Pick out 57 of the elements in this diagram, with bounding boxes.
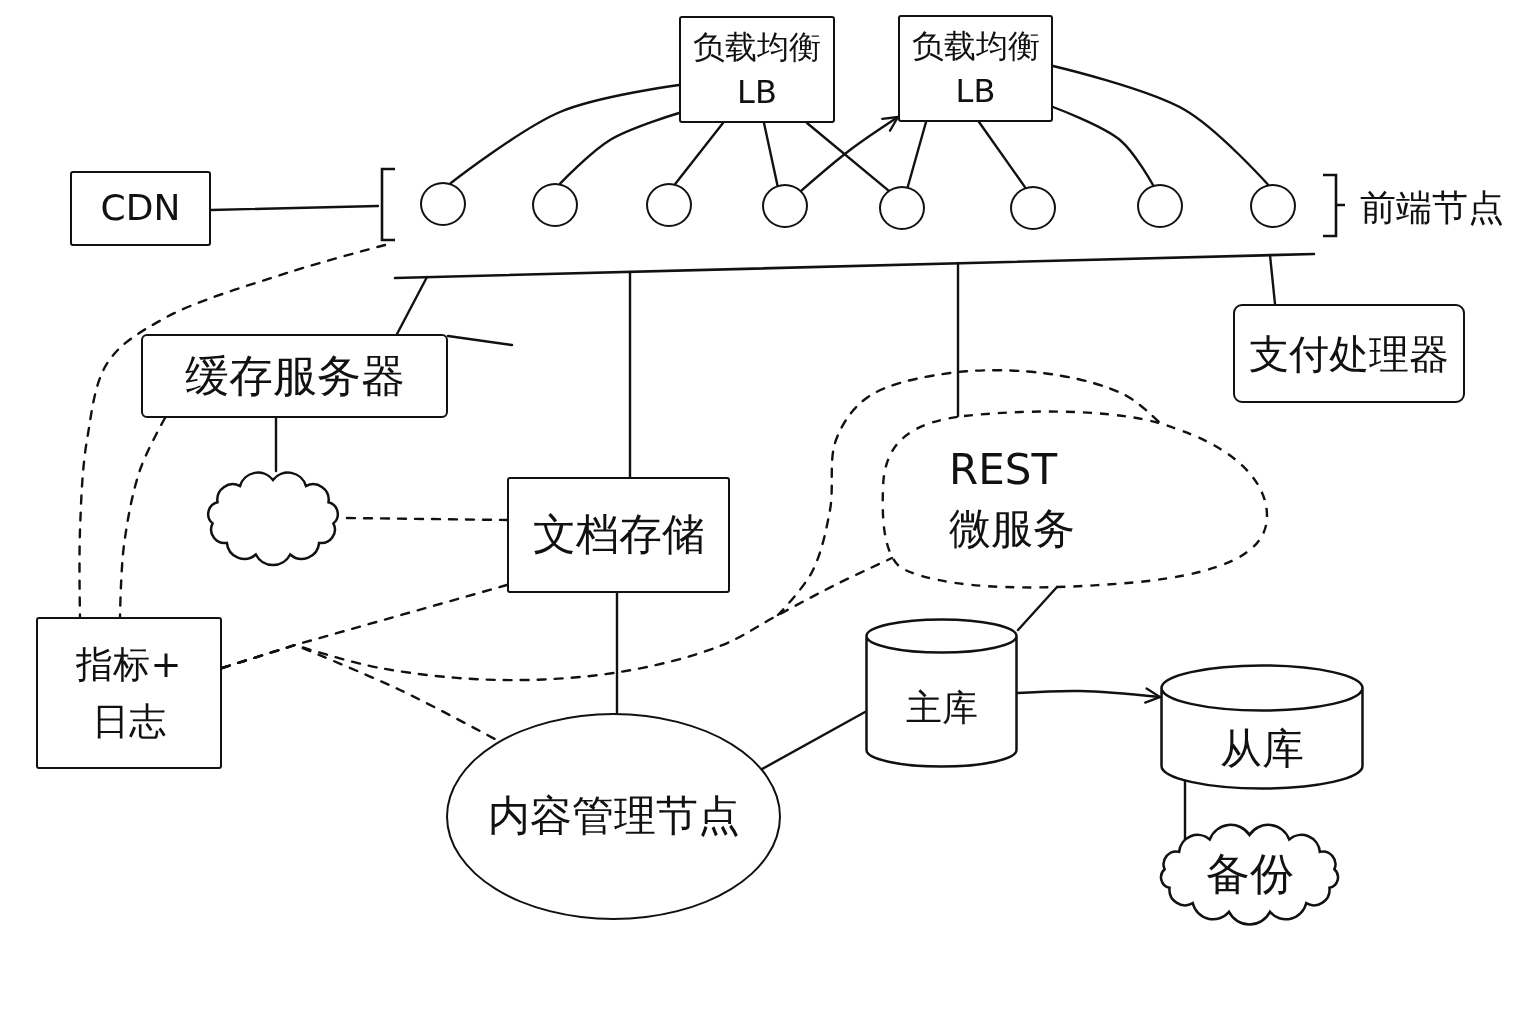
node-circle [1010,186,1056,230]
connector [761,710,867,771]
process-box [70,171,211,246]
arrow [800,115,900,192]
process-box [679,16,835,123]
database-cylinder [865,618,1018,768]
process-box [1233,304,1465,403]
connector [1268,253,1277,306]
node-circle [1137,184,1183,228]
node-circle [879,186,925,230]
connector [906,120,928,188]
node-label: 主库 [905,685,978,730]
node-label: 文档存储 [532,508,705,562]
connector [1051,64,1270,186]
node-circle [420,182,466,226]
node-label: 负载均衡 LB [692,26,822,113]
connector [615,591,619,715]
database-cylinder [1160,664,1364,790]
node-label: 内容管理节点 [487,790,740,843]
connector [558,111,681,185]
dashed-connector [118,416,167,619]
process-box [898,15,1053,122]
connector [1016,585,1059,632]
node-label: 备份 [1205,847,1294,902]
dashed-connector [78,243,387,619]
node-label: REST 微服务 [949,444,1076,555]
node-label: CDN [100,186,181,231]
connector [674,121,725,186]
connector [1183,779,1187,842]
node-label: 缓存服务器 [184,349,405,404]
dashed-connector [345,516,509,522]
connector [977,120,1027,189]
group-label: 前端节点 [1360,186,1504,230]
connector [209,204,380,212]
node-circle [762,184,808,228]
node-label: 负载均衡 LB [910,25,1041,112]
connector [449,83,681,185]
arrow [1016,687,1162,704]
connector [805,121,890,192]
node-circle [1250,184,1296,228]
connector [274,416,278,473]
node-circle [646,183,692,227]
dashed-connector [220,369,1162,682]
node-circle [532,183,578,227]
node-label: 从库 [1220,722,1304,775]
connector [395,275,429,336]
connector [628,270,632,479]
connector [1051,105,1155,187]
process-box [141,334,448,418]
node-label: 支付处理器 [1249,329,1449,379]
dashed-cloud-shape [879,408,1271,592]
bus-line [393,252,1316,280]
process-box [36,617,222,769]
connector [446,334,514,347]
connector [762,121,779,187]
node-label: 指标+日志 [75,641,183,745]
process-box [507,477,730,593]
